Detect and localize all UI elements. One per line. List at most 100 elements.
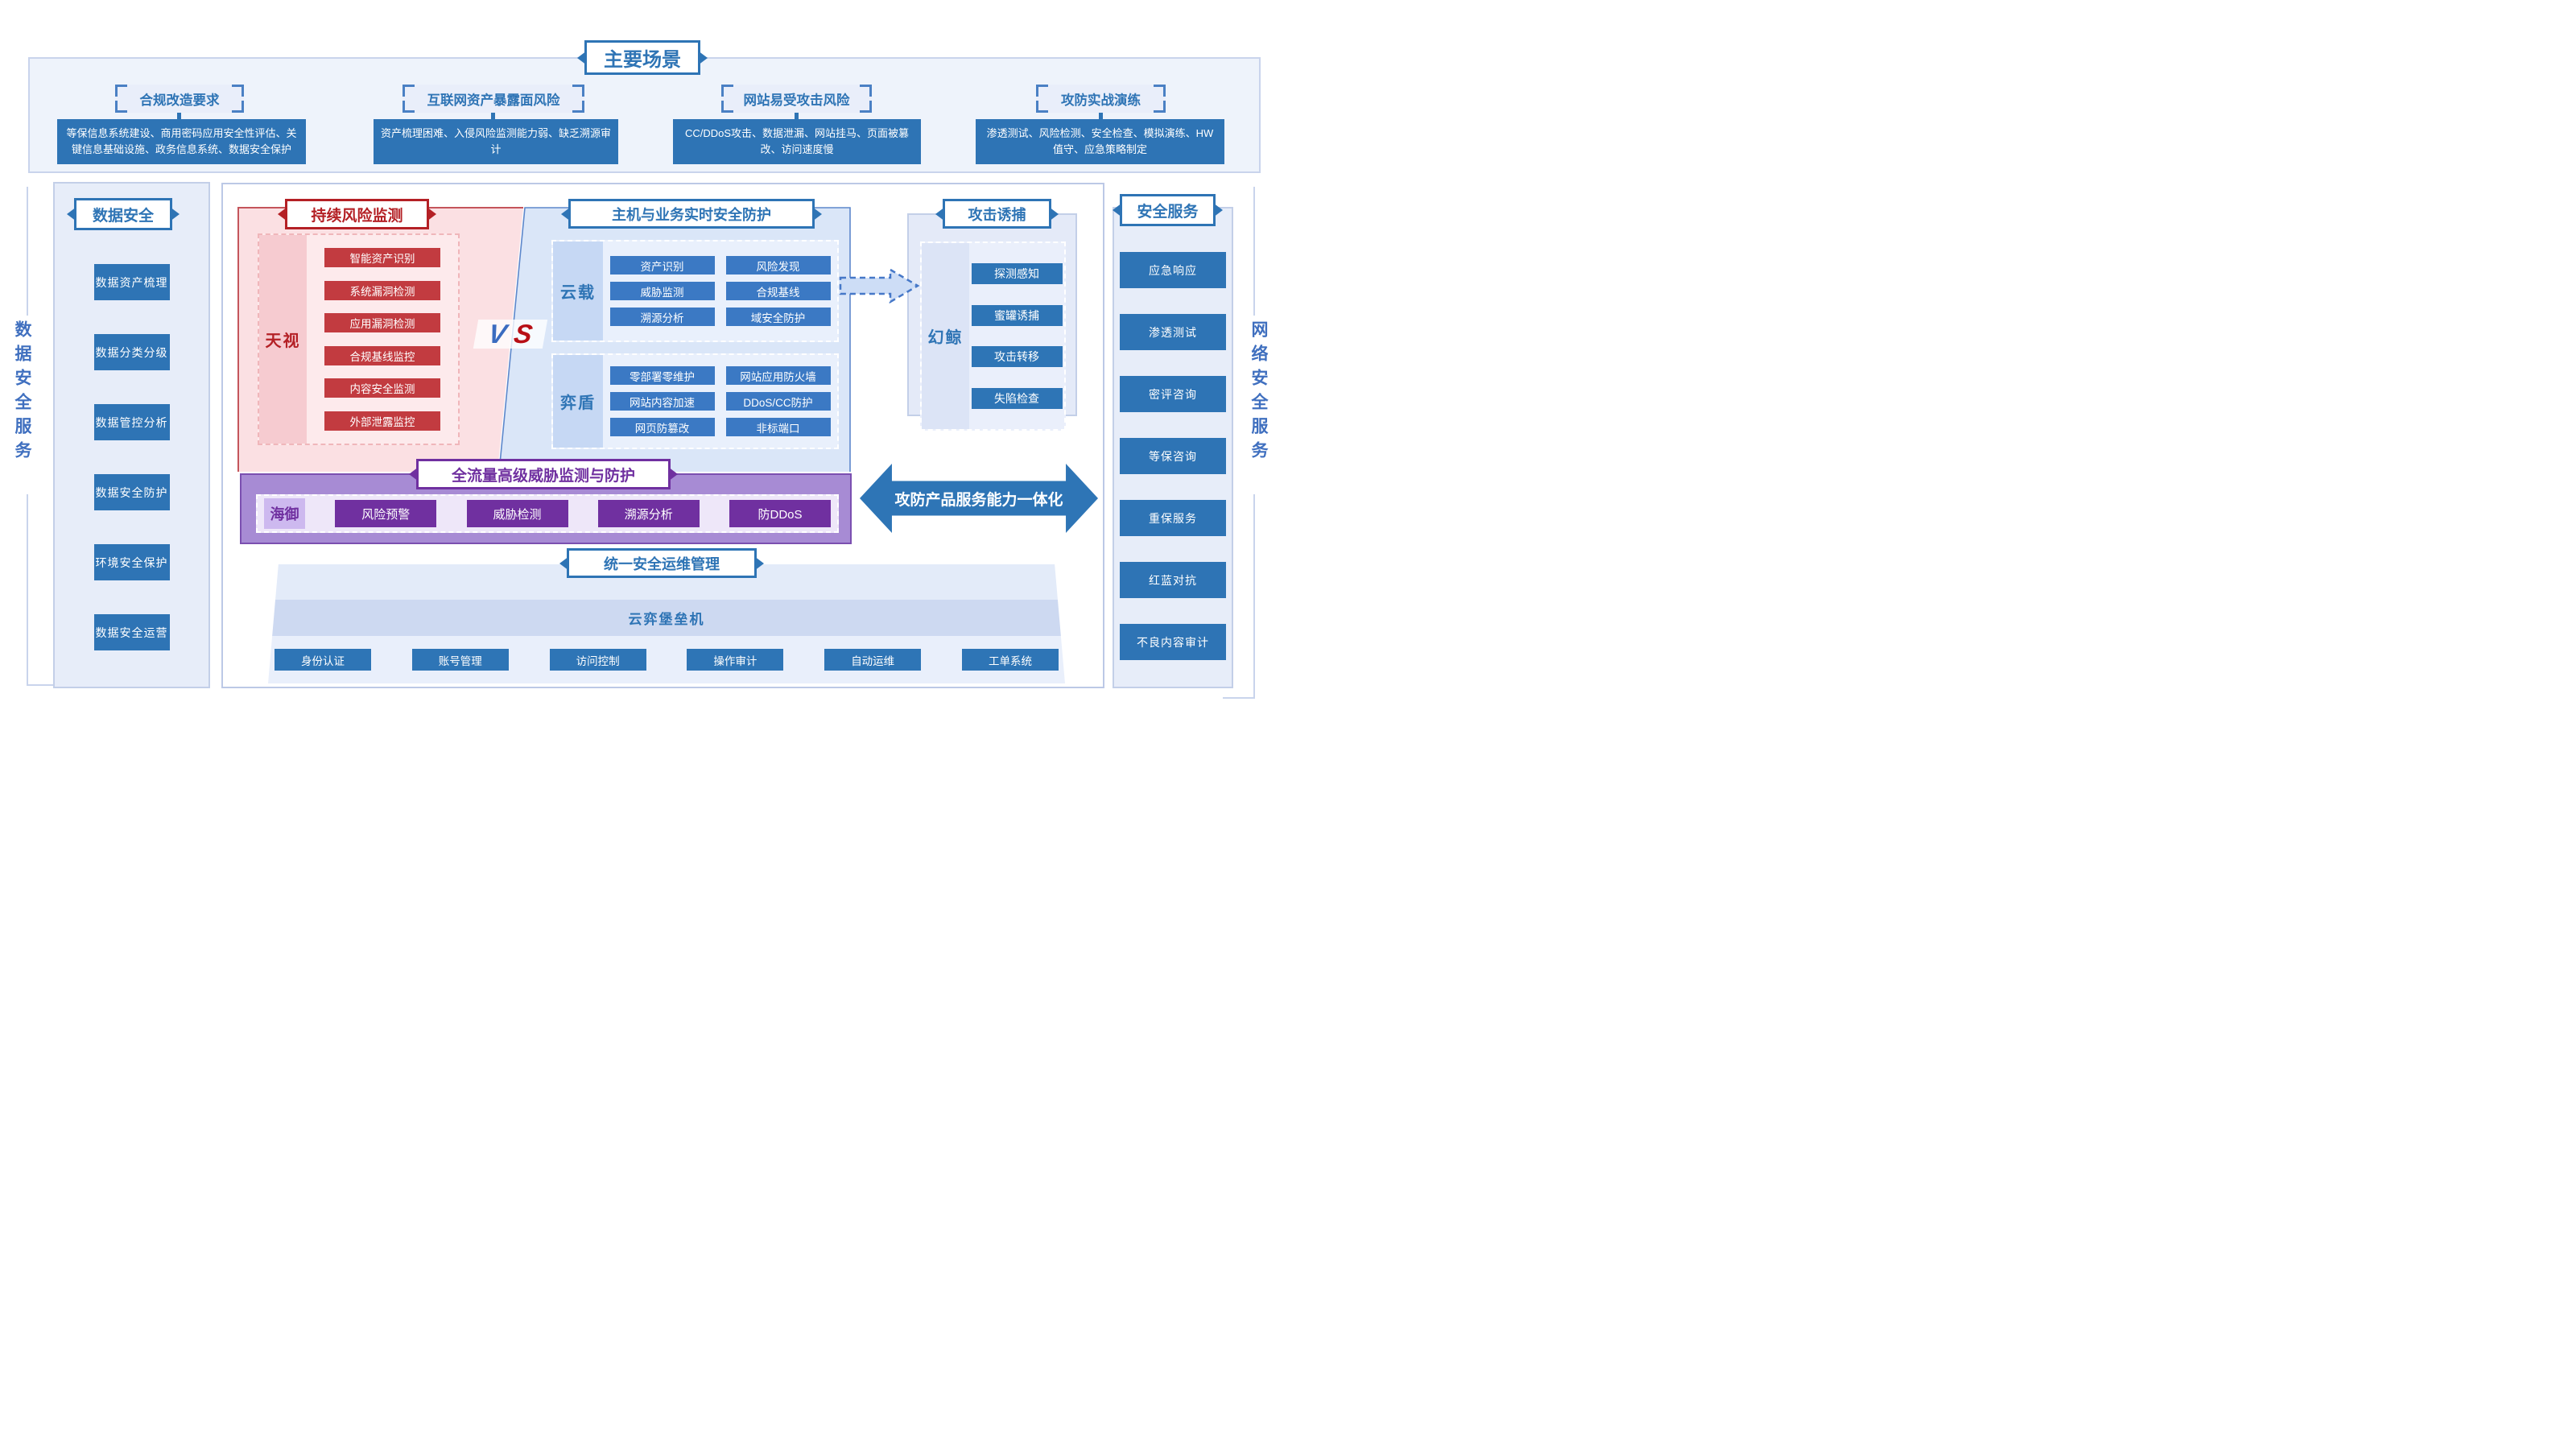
haiyu-product-panel: 海御 风险预警 威胁检测 溯源分析 防DDoS [256, 494, 839, 533]
traffic-capability-item: 风险预警 [335, 500, 437, 527]
data-security-item: 环境安全保护 [93, 544, 170, 580]
ops-capability-item: 身份认证 [275, 649, 371, 671]
data-security-header-label: 数据安全 [92, 207, 154, 225]
data-security-item: 数据安全运营 [93, 614, 170, 650]
ops-capability-item: 操作审计 [687, 649, 784, 671]
risk-capability-item: 外部泄露监控 [324, 411, 440, 431]
scenario-header-website-attack: 网站易受攻击风险 [721, 85, 872, 113]
data-security-panel: 数据安全 数据资产梳理 数据分类分级 数据管控分析 数据安全防护 环境安全保护 … [53, 182, 210, 688]
main-scenarios-title-label: 主要场景 [604, 49, 681, 71]
host-capability-item: DDoS/CC防护 [725, 392, 831, 411]
security-service-item: 不良内容审计 [1120, 624, 1226, 660]
versus-s: S [511, 319, 535, 349]
security-architecture-diagram: 主要场景 合规改造要求 等保信息系统建设、商用密码应用安全性评估、关键信息基础设… [0, 0, 1288, 724]
security-services-header: 安全服务 [1120, 194, 1216, 226]
security-service-item: 等保咨询 [1120, 438, 1226, 474]
data-security-header: 数据安全 [74, 198, 172, 230]
left-rail-line [27, 494, 28, 686]
connector-stem [795, 113, 799, 120]
connector-stem [177, 113, 181, 120]
scenario-desc-drill: 渗透测试、风险检测、安全检查、模拟演练、HW值守、应急策略制定 [976, 119, 1224, 164]
host-protection-header-label: 主机与业务实时安全防护 [612, 206, 771, 223]
huanjing-product-label: 幻鲸 [922, 243, 969, 429]
ops-capability-item: 自动运维 [824, 649, 922, 671]
risk-monitoring-header-label: 持续风险监测 [311, 207, 403, 225]
host-protection-header: 主机与业务实时安全防护 [568, 199, 815, 229]
left-rail-line [27, 187, 28, 316]
security-service-item: 渗透测试 [1120, 314, 1226, 350]
right-rail-line [1223, 697, 1255, 699]
ops-management-header: 统一安全运维管理 [567, 548, 757, 578]
traffic-capability-item: 防DDoS [729, 500, 831, 527]
host-capability-item: 合规基线 [725, 282, 831, 300]
risk-capability-item: 应用漏洞检测 [324, 313, 440, 333]
traffic-protection-header-label: 全流量高级威胁监测与防护 [451, 467, 635, 485]
main-scenarios-title: 主要场景 [584, 40, 700, 75]
host-capability-item: 溯源分析 [609, 308, 715, 326]
security-services-header-label: 安全服务 [1137, 203, 1199, 221]
traffic-protection-band: 海御 风险预警 威胁检测 溯源分析 防DDoS [240, 473, 852, 544]
ops-capability-item: 访问控制 [549, 649, 646, 671]
platform-items-band: 身份认证 账号管理 访问控制 操作审计 自动运维 工单系统 [268, 636, 1065, 683]
tianshi-product-panel: 天视 智能资产识别 系统漏洞检测 应用漏洞检测 合规基线监控 内容安全监测 外部… [258, 233, 460, 445]
right-rail-label: 网络安全服务 [1249, 320, 1268, 465]
security-service-item: 重保服务 [1120, 500, 1226, 536]
versus-v: V [485, 319, 510, 349]
data-security-item: 数据分类分级 [93, 334, 170, 370]
ops-capability-item: 工单系统 [961, 649, 1059, 671]
left-rail-label: 数据安全服务 [13, 320, 31, 465]
scenario-desc-compliance: 等保信息系统建设、商用密码应用安全性评估、关键信息基础设施、政务信息系统、数据安… [57, 119, 306, 164]
host-capability-item: 网站应用防火墙 [725, 366, 831, 385]
data-security-item: 数据管控分析 [93, 404, 170, 440]
connector-stem [491, 113, 495, 120]
risk-capability-item: 合规基线监控 [324, 345, 440, 365]
ops-management-header-label: 统一安全运维管理 [604, 555, 720, 572]
host-capability-item: 风险发现 [725, 256, 831, 275]
dashed-right-arrow-icon [839, 267, 920, 304]
versus-mark: V S [473, 319, 548, 349]
traffic-protection-header: 全流量高级威胁监测与防护 [416, 459, 671, 489]
yidun-items: 零部署零维护 网站应用防火墙 网站内容加速 DDoS/CC防护 网页防篡改 非标… [603, 355, 837, 448]
security-service-item: 密评咨询 [1120, 376, 1226, 412]
security-services-panel: 安全服务 应急响应 渗透测试 密评咨询 等保咨询 重保服务 红蓝对抗 不良内容审… [1113, 194, 1233, 688]
risk-capability-item: 内容安全监测 [324, 378, 440, 398]
integration-arrow-label: 攻防产品服务能力一体化 [894, 491, 1063, 509]
tianshi-product-label: 天视 [259, 235, 307, 444]
traffic-capability-item: 威胁检测 [466, 500, 568, 527]
traffic-capability-item: 溯源分析 [597, 500, 700, 527]
attack-trap-header: 攻击诱捕 [943, 199, 1051, 229]
yunzai-product-label: 云载 [553, 242, 603, 341]
yunzai-items: 资产识别 风险发现 威胁监测 合规基线 溯源分析 域安全防护 [603, 242, 837, 341]
scenario-desc-website-attack: CC/DDoS攻击、数据泄漏、网站挂马、页面被篡改、访问速度慢 [673, 119, 921, 164]
risk-capability-item: 系统漏洞检测 [324, 280, 440, 300]
scenario-desc-exposure: 资产梳理困难、入侵风险监测能力弱、缺乏溯源审计 [374, 119, 618, 164]
risk-capability-item: 智能资产识别 [324, 248, 440, 268]
connector-stem [1099, 113, 1103, 120]
host-capability-item: 零部署零维护 [609, 366, 715, 385]
right-rail-line [1253, 494, 1255, 699]
scenario-header-compliance: 合规改造要求 [115, 85, 244, 113]
trap-capability-item: 失陷检查 [971, 387, 1063, 409]
scenario-header-exposure: 互联网资产暴露面风险 [402, 85, 584, 113]
host-capability-item: 域安全防护 [725, 308, 831, 326]
scenario-header-drill: 攻防实战演练 [1036, 85, 1166, 113]
yidun-product-label: 弈盾 [553, 355, 603, 448]
haiyu-product-label: 海御 [264, 498, 305, 529]
bastion-platform: 云弈堡垒机 身份认证 账号管理 访问控制 操作审计 自动运维 工单系统 [268, 564, 1065, 683]
huanjing-product-panel: 幻鲸 探测感知 蜜罐诱捕 攻击转移 失陷检查 [920, 242, 1066, 431]
trap-capability-item: 攻击转移 [971, 346, 1063, 368]
data-security-item: 数据安全防护 [93, 474, 170, 510]
central-capability-panel: 持续风险监测 天视 智能资产识别 系统漏洞检测 应用漏洞检测 合规基线监控 内容… [221, 183, 1104, 688]
ops-capability-item: 账号管理 [411, 649, 509, 671]
host-capability-item: 资产识别 [609, 256, 715, 275]
yidun-product-panel: 弈盾 零部署零维护 网站应用防火墙 网站内容加速 DDoS/CC防护 网页防篡改… [551, 353, 839, 449]
risk-monitoring-header: 持续风险监测 [285, 199, 429, 229]
host-capability-item: 网站内容加速 [609, 392, 715, 411]
trap-capability-item: 蜜罐诱捕 [971, 304, 1063, 326]
security-service-item: 红蓝对抗 [1120, 562, 1226, 598]
right-rail-line [1253, 187, 1255, 316]
host-capability-item: 威胁监测 [609, 282, 715, 300]
tianshi-items: 智能资产识别 系统漏洞检测 应用漏洞检测 合规基线监控 内容安全监测 外部泄露监… [307, 235, 458, 444]
trap-capability-item: 探测感知 [971, 263, 1063, 285]
security-service-item: 应急响应 [1120, 252, 1226, 288]
